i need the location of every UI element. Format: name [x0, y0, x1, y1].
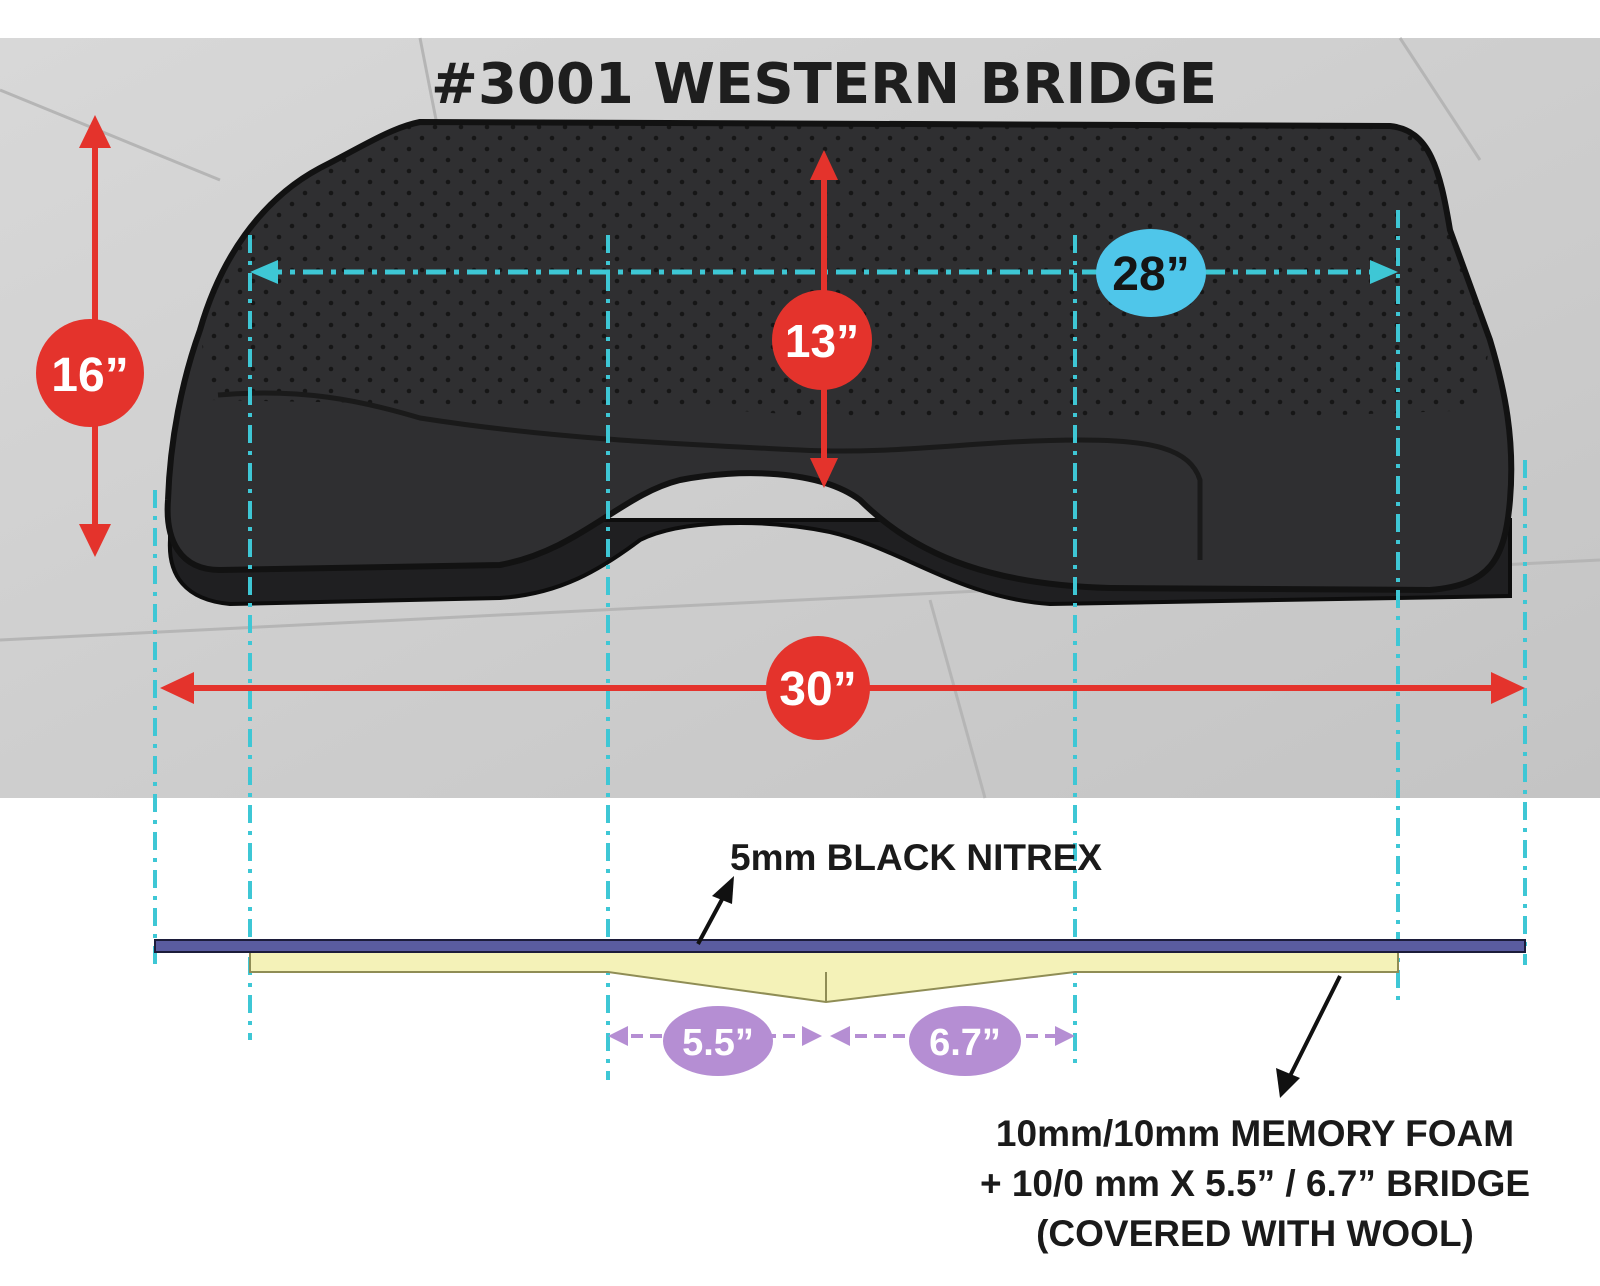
width-30-dimension: 30” — [160, 636, 1525, 740]
width-28-label: 28” — [1112, 248, 1189, 301]
foam-label-line1: 10mm/10mm MEMORY FOAM — [996, 1113, 1514, 1154]
bridge-rear-badge — [909, 1006, 1021, 1076]
height-13-label: 13” — [785, 315, 859, 367]
height-16-badge — [36, 319, 144, 427]
guide-lines — [153, 210, 1527, 1080]
height-13-dimension: 13” — [772, 150, 872, 488]
bridge-front-badge — [663, 1006, 773, 1076]
foam-label-line2: + 10/0 mm X 5.5” / 6.7” BRIDGE — [980, 1163, 1530, 1204]
nitrex-callout: 5mm BLACK NITREX — [696, 837, 1102, 945]
nitrex-layer — [154, 939, 1526, 953]
width-30-badge — [766, 636, 870, 740]
height-16-label: 16” — [51, 349, 128, 402]
bridge-front-label: 5.5” — [682, 1022, 754, 1064]
title: #3001 WESTERN BRIDGE — [431, 52, 1217, 117]
width-28-badge — [1096, 229, 1206, 317]
width-30-label: 30” — [779, 663, 856, 716]
foam-label-line3: (COVERED WITH WOOL) — [1036, 1213, 1474, 1254]
bridge-dimensions: 5.5” 6.7” — [608, 1006, 1075, 1076]
foam-callout: 10mm/10mm MEMORY FOAM + 10/0 mm X 5.5” /… — [980, 975, 1530, 1254]
height-13-badge — [772, 290, 872, 390]
pad-perforations — [200, 122, 1490, 420]
foam-layer — [249, 951, 1399, 1004]
cross-section — [154, 939, 1526, 1004]
pad-panel-seam — [217, 390, 1203, 560]
bridge-rear-label: 6.7” — [929, 1022, 1001, 1064]
height-16-dimension: 16” — [36, 115, 144, 557]
nitrex-label: 5mm BLACK NITREX — [730, 837, 1102, 878]
